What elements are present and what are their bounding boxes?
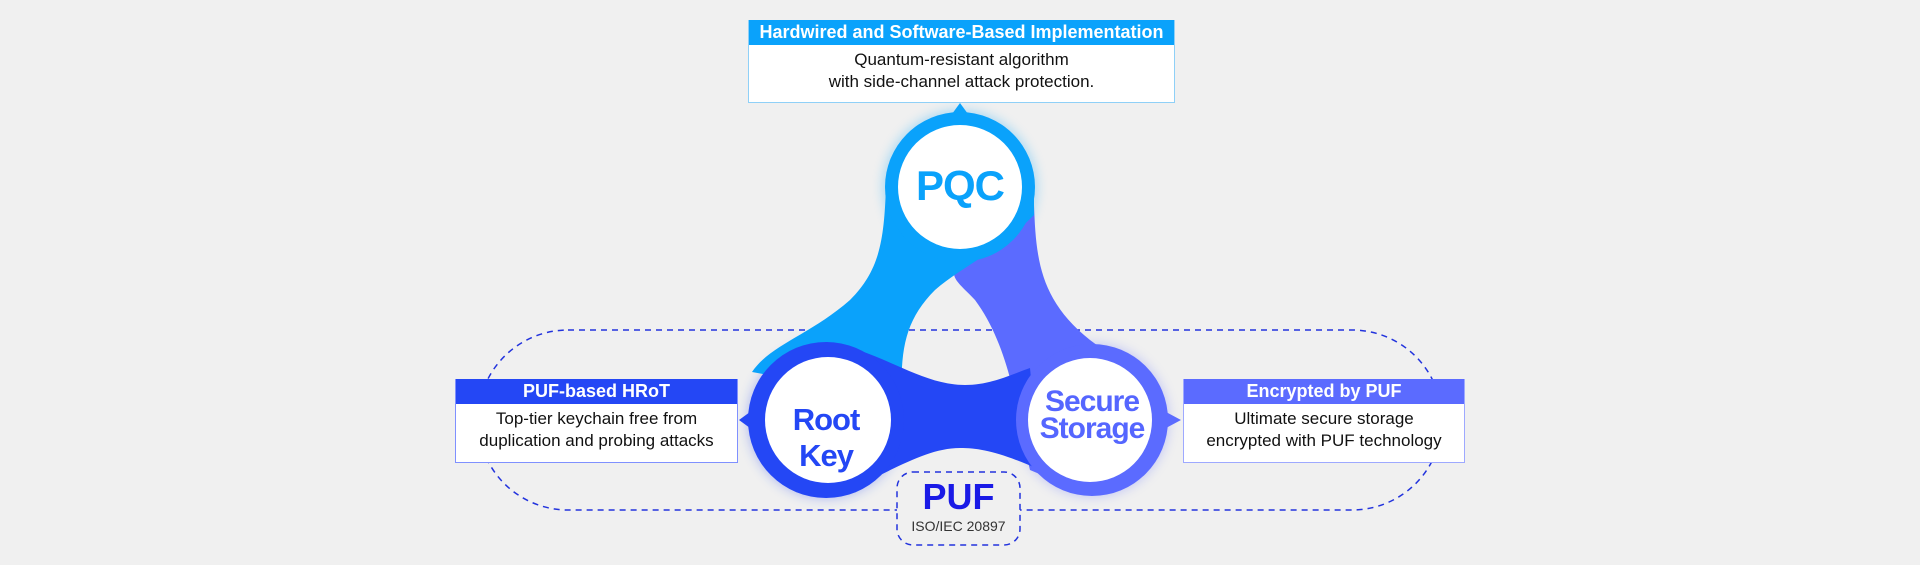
- pqc-circle: [898, 125, 1022, 249]
- rootkey-info-line1: Top-tier keychain free from: [495, 409, 698, 428]
- pqc-info-body: Quantum-resistant algorithm with side-ch…: [749, 45, 1174, 93]
- pqc-info-line1: Quantum-resistant algorithm: [854, 50, 1069, 69]
- rootkey-pointer: [739, 412, 750, 428]
- puf-badge-frame: [896, 471, 1021, 546]
- rootkey-info-body: Top-tier keychain free from duplication …: [456, 404, 737, 452]
- storage-info-box: Encrypted by PUF Ultimate secure storage…: [1183, 379, 1465, 463]
- storage-info-body: Ultimate secure storage encrypted with P…: [1184, 404, 1464, 452]
- rootkey-info-line2: duplication and probing attacks: [479, 431, 714, 450]
- storage-info-header: Encrypted by PUF: [1184, 379, 1464, 404]
- puf-standard: ISO/IEC 20897: [911, 518, 1006, 534]
- storage-label-line1: Secure: [1044, 385, 1140, 418]
- puf-title: PUF: [922, 476, 995, 517]
- storage-info-line1: Ultimate secure storage: [1234, 409, 1414, 428]
- storage-info-line2: encrypted with PUF technology: [1206, 431, 1442, 450]
- pqc-label: PQC: [915, 162, 1005, 209]
- storage-pointer: [1166, 412, 1181, 428]
- rootkey-circle: [765, 357, 891, 483]
- rootkey-info-box: PUF-based HRoT Top-tier keychain free fr…: [455, 379, 738, 463]
- rootkey-label: Root Key: [792, 402, 861, 473]
- storage-label-line2: Storage: [1039, 412, 1146, 445]
- rootkey-info-header: PUF-based HRoT: [456, 379, 737, 404]
- pqc-info-box: Hardwired and Software-Based Implementat…: [748, 20, 1175, 103]
- storage-label: Secure Storage: [1030, 385, 1154, 445]
- pqc-info-header: Hardwired and Software-Based Implementat…: [749, 20, 1174, 45]
- pqc-pointer: [952, 103, 968, 114]
- storage-circle: [1028, 358, 1152, 482]
- puf-badge: PUF ISO/IEC 20897: [897, 472, 1020, 545]
- pqc-info-line2: with side-channel attack protection.: [828, 72, 1095, 91]
